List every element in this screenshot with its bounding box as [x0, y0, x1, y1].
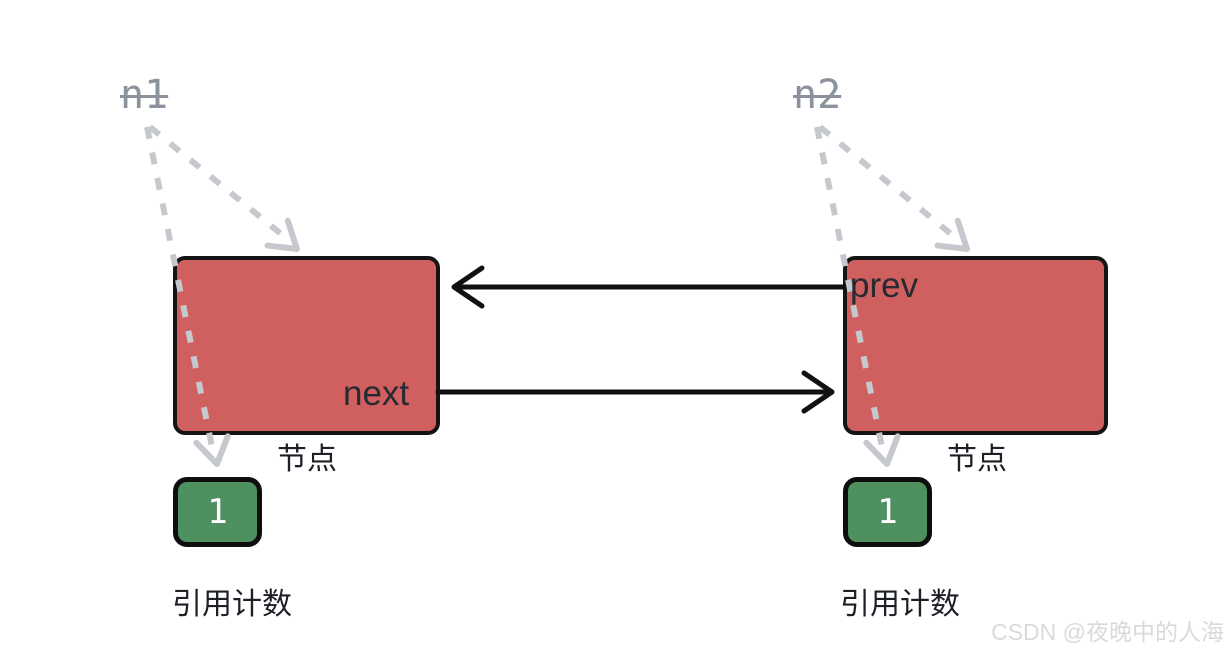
- variable-label-n2: n2: [793, 72, 842, 118]
- refcount-value-right: 1: [877, 492, 898, 532]
- field-label-prev: prev: [850, 266, 919, 305]
- refcount-box-left: 1: [173, 477, 262, 547]
- node-box-left: [173, 256, 440, 435]
- variable-label-n1: n1: [120, 72, 169, 118]
- n2-to-node-arrow: [818, 124, 970, 252]
- prev-arrow: [451, 265, 848, 309]
- refcount-caption-left: 引用计数: [172, 588, 292, 621]
- next-arrow: [435, 370, 835, 414]
- node-caption-left: 节点: [277, 443, 337, 476]
- field-label-next: next: [343, 374, 410, 413]
- refcount-caption-right: 引用计数: [840, 588, 960, 621]
- watermark: CSDN @夜晚中的人海: [991, 619, 1224, 645]
- node-box-right: [843, 256, 1108, 435]
- n1-to-node-arrow: [148, 124, 300, 252]
- node-caption-right: 节点: [947, 443, 1007, 476]
- refcount-value-left: 1: [207, 492, 228, 532]
- refcount-box-right: 1: [843, 477, 932, 547]
